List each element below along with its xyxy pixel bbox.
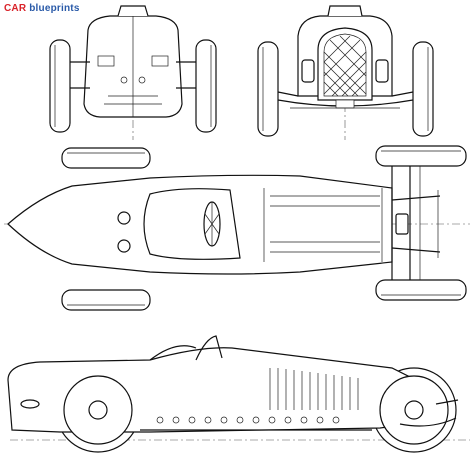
rear-view [49, 5, 217, 140]
rear-view-right-wheel [195, 39, 217, 133]
watermark-brand: CAR [4, 3, 27, 14]
cockpit [143, 188, 241, 260]
top-view-front-lower-wheel [61, 289, 151, 311]
watermark-text: blueprints [26, 3, 80, 14]
side-view [7, 335, 470, 453]
watermark-logo: CAR blueprints [4, 3, 80, 14]
top-view-front-upper-wheel [61, 147, 151, 169]
top-view-rear-lower-wheel [375, 279, 467, 301]
front-view-left-wheel [257, 41, 279, 137]
front-view [257, 5, 434, 140]
tail-badge [20, 399, 40, 409]
rear-view-left-wheel [49, 39, 71, 133]
top-view [4, 145, 470, 311]
top-view-rear-upper-wheel [375, 145, 467, 167]
front-view-right-wheel [412, 41, 434, 137]
horseshoe-grille [317, 27, 373, 101]
